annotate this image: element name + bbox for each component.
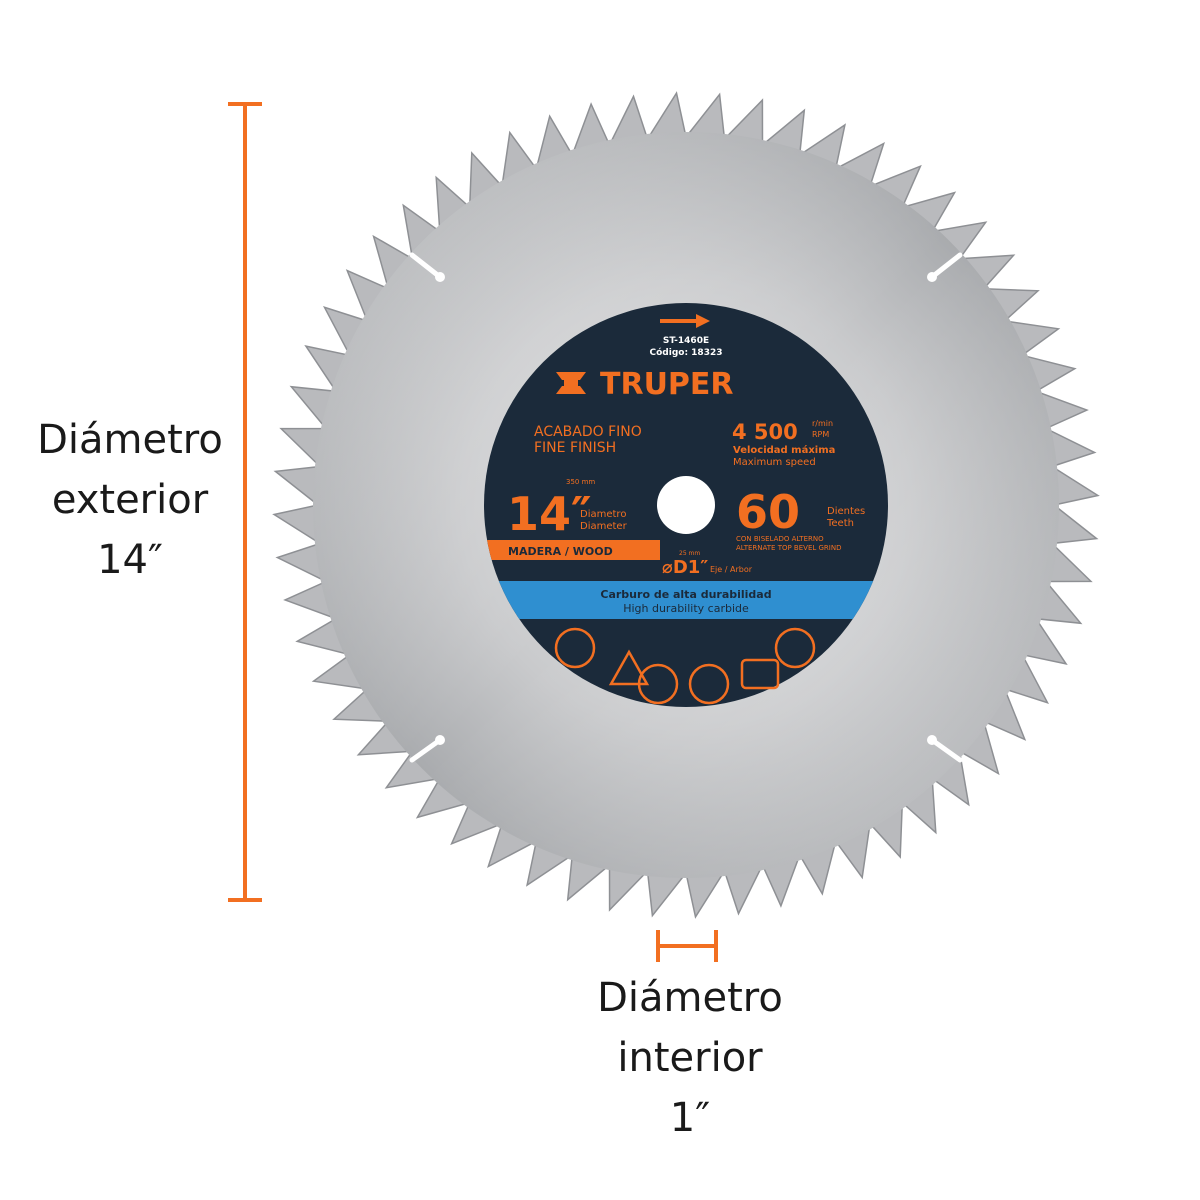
- model-text: ST-1460E: [663, 336, 709, 346]
- rotation-arrow-icon: [660, 314, 710, 328]
- goggles-icon: [688, 663, 730, 705]
- arbor-symbol: ⌀D1″: [662, 557, 708, 578]
- brand-text: TRUPER: [600, 367, 734, 402]
- grind-es: CON BISELADO ALTERNO: [736, 535, 824, 543]
- warning-icon: [608, 649, 650, 686]
- hard-hat-icon: [774, 627, 816, 669]
- grind-en: ALTERNATE TOP BEVEL GRIND: [736, 544, 841, 552]
- teeth-en: Teeth: [826, 518, 854, 529]
- code-text: Código: 18323: [650, 347, 723, 358]
- diameter-in: 14″: [507, 487, 592, 541]
- read-manual-icon: [554, 627, 596, 669]
- safety-icons: [554, 627, 816, 705]
- arbor-mm: 25 mm: [679, 550, 700, 557]
- diameter-en: Diameter: [580, 521, 628, 532]
- diameter-es: Diametro: [580, 509, 626, 520]
- outer-diameter-line3: 14″: [97, 537, 163, 583]
- inner-diameter-line1: Diámetro: [597, 975, 783, 1021]
- truper-logo: TRUPER: [556, 367, 734, 402]
- inner-diameter-line2: interior: [617, 1035, 763, 1081]
- carbide-band: [484, 581, 888, 619]
- inner-diameter-label: Diámetro interior 1″: [560, 968, 820, 1148]
- bystander-icon: [740, 658, 780, 690]
- finish-es: ACABADO FINO: [534, 424, 642, 440]
- diameter-mm: 350 mm: [566, 478, 595, 486]
- speed-es: Velocidad máxima: [733, 444, 835, 456]
- arbor-hole: [657, 476, 715, 534]
- speed-en: Maximum speed: [733, 457, 816, 468]
- outer-diameter-bracket: [228, 102, 262, 902]
- carbide-es: Carburo de alta durabilidad: [600, 588, 771, 601]
- outer-diameter-label: Diámetro exterior 14″: [20, 410, 240, 590]
- expansion-slots: [409, 252, 963, 763]
- inner-diameter-line3: 1″: [669, 1095, 711, 1141]
- speed-unit-bottom: RPM: [812, 430, 829, 439]
- finish-en: FINE FINISH: [534, 440, 616, 456]
- speed-value: 4 500: [732, 420, 798, 444]
- blade-label: ST-1460E Código: 18323 TRUPER ACABADO FI…: [484, 303, 888, 707]
- material-text: MADERA / WOOD: [508, 545, 613, 558]
- material-band: [484, 540, 660, 560]
- outer-diameter-line1: Diámetro: [37, 417, 223, 463]
- arbor-label: Eje / Arbor: [710, 565, 753, 574]
- gloves-icon: [637, 663, 679, 705]
- inner-diameter-bracket: [656, 930, 718, 962]
- carbide-en: High durability carbide: [623, 602, 749, 615]
- outer-diameter-line2: exterior: [51, 477, 209, 523]
- teeth-value: 60: [736, 485, 800, 539]
- teeth-es: Dientes: [827, 506, 865, 517]
- speed-unit-top: r/min: [812, 419, 833, 428]
